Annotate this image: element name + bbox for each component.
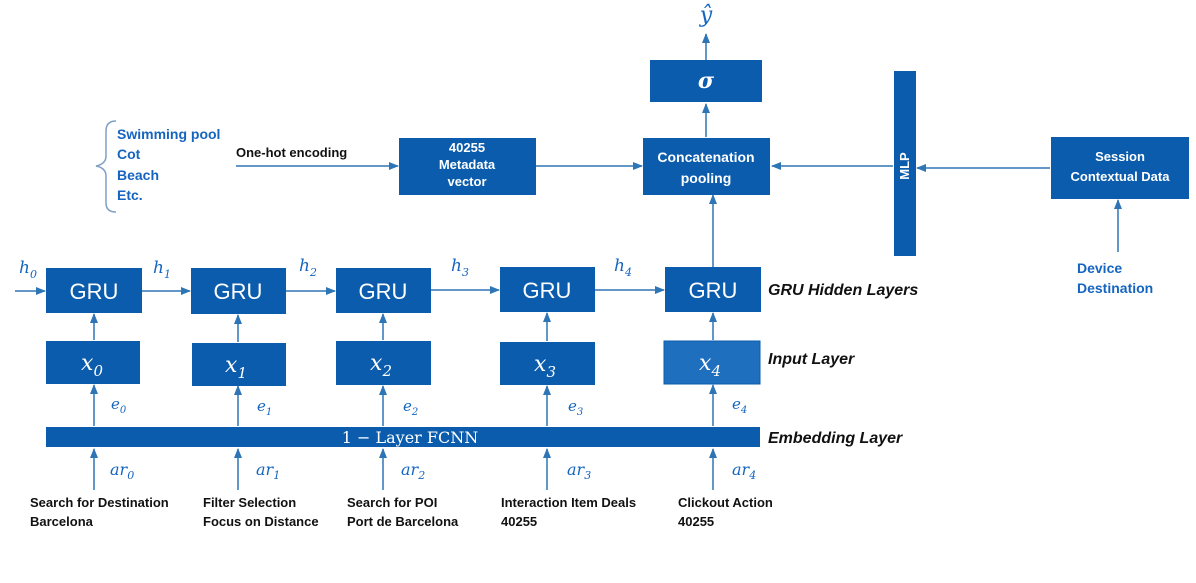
gru-cell xyxy=(500,267,595,312)
input-label: x0 xyxy=(81,351,103,380)
action-description: 40255 xyxy=(678,514,714,529)
one-hot-encoding-label: One-hot encoding xyxy=(236,145,347,160)
feature-item: Beach xyxy=(117,167,159,183)
gru-label: GRU xyxy=(359,279,408,304)
action-description: Search for Destination xyxy=(30,495,169,510)
metadata-vector-box xyxy=(399,138,536,195)
gru-label: GRU xyxy=(214,279,263,304)
input-layer-label: Input Layer xyxy=(768,351,855,368)
device-line2: Destination xyxy=(1077,280,1153,296)
gru-cell xyxy=(336,268,431,313)
gru-hidden-layers-label: GRU Hidden Layers xyxy=(768,282,918,299)
connectors xyxy=(15,33,1122,490)
action-description: Focus on Distance xyxy=(203,514,319,529)
concat-line1: Concatenation xyxy=(657,149,754,165)
mlp-label: MLP xyxy=(897,152,912,180)
session-line1: Session xyxy=(1095,149,1145,164)
hidden-state-label: h3 xyxy=(451,256,469,279)
action-description: 40255 xyxy=(501,514,537,529)
hidden-state-label: h1 xyxy=(153,258,171,281)
embedding-label: e3 xyxy=(568,397,583,418)
hidden-state-label: h4 xyxy=(614,256,632,279)
output-label: ŷ xyxy=(699,3,713,28)
input-cell xyxy=(500,342,595,385)
sigma-label: σ xyxy=(698,68,715,94)
hidden-state-label: h0 xyxy=(19,258,37,281)
feature-item: Etc. xyxy=(117,187,143,203)
gru-label: GRU xyxy=(523,278,572,303)
input-label: x1 xyxy=(225,353,247,382)
action-description: Search for POI xyxy=(347,495,437,510)
embedding-label: e1 xyxy=(257,397,272,418)
mlp-box xyxy=(894,71,916,256)
fcnn-bar xyxy=(46,427,760,447)
input-label: x3 xyxy=(534,352,556,381)
action-symbol: ar0 xyxy=(110,460,134,482)
action-symbol: ar3 xyxy=(567,460,591,482)
concat-pooling-box xyxy=(643,138,770,195)
action-symbol: ar4 xyxy=(732,460,756,482)
feature-item: Cot xyxy=(117,146,141,162)
input-cell xyxy=(46,341,140,384)
gru-cell xyxy=(191,268,286,314)
action-description: Barcelona xyxy=(30,514,94,529)
metadata-line1: 40255 xyxy=(449,140,485,155)
action-description: Port de Barcelona xyxy=(347,514,459,529)
metadata-line3: vector xyxy=(447,174,486,189)
action-symbol: ar1 xyxy=(256,460,280,482)
input-cell xyxy=(336,341,431,385)
input-label: x2 xyxy=(370,351,392,380)
session-line2: Contextual Data xyxy=(1071,169,1171,184)
input-cell xyxy=(192,343,286,386)
gru-cell xyxy=(665,267,761,312)
input-cell-highlight xyxy=(663,340,761,385)
embedding-label: e4 xyxy=(732,395,747,416)
gru-row: GRU GRU GRU GRU GRU xyxy=(46,267,761,314)
action-description: Clickout Action xyxy=(678,495,773,510)
embedding-layer-label: Embedding Layer xyxy=(768,430,903,447)
embedding-label: e0 xyxy=(111,395,127,416)
embedding-label: e2 xyxy=(403,397,418,418)
action-symbol: ar2 xyxy=(401,460,425,482)
feature-item: Swimming pool xyxy=(117,126,220,142)
action-description: Interaction Item Deals xyxy=(501,495,636,510)
fcnn-label: 1 − Layer FCNN xyxy=(342,428,479,447)
concat-line2: pooling xyxy=(681,170,732,186)
metadata-line2: Metadata xyxy=(439,157,496,172)
hidden-state-label: h2 xyxy=(299,256,317,279)
device-line1: Device xyxy=(1077,260,1122,276)
sigma-box xyxy=(650,60,762,102)
input-label: x4 xyxy=(699,351,721,380)
gru-label: GRU xyxy=(689,278,738,303)
gru-label: GRU xyxy=(70,279,119,304)
gru-cell xyxy=(46,268,142,313)
action-description: Filter Selection xyxy=(203,495,296,510)
session-box xyxy=(1051,137,1189,199)
feature-brace xyxy=(95,120,117,213)
